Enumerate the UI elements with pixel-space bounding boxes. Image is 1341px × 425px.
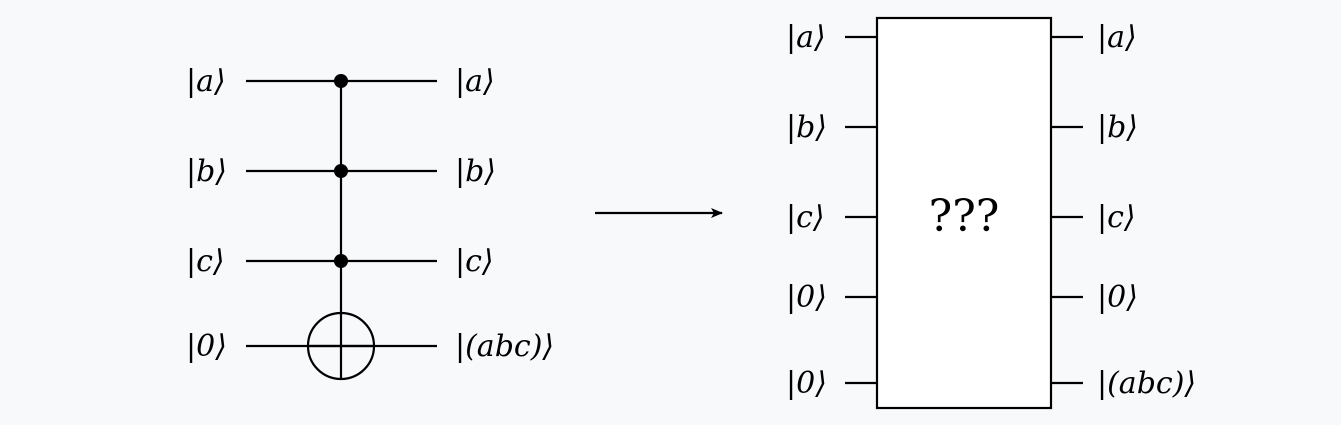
left-input-label-a: |a⟩ — [186, 64, 226, 99]
right-input-label-ancilla-2: |0⟩ — [786, 366, 827, 401]
right-output-label-c: |c⟩ — [1097, 200, 1136, 235]
unknown-gate-label: ??? — [929, 191, 1000, 242]
left-output-label-a: |a⟩ — [455, 64, 495, 99]
right-circuit: |a⟩ |b⟩ |c⟩ |0⟩ |0⟩ ??? |a⟩ |b⟩ |c⟩ |0⟩ … — [786, 16, 1196, 410]
control-dot-b — [334, 164, 348, 178]
left-input-label-b: |b⟩ — [186, 154, 227, 189]
right-input-label-ancilla-1: |0⟩ — [786, 280, 827, 315]
left-circuit: |a⟩ |b⟩ |c⟩ |0⟩ |a⟩ |b⟩ |c⟩ |(abc)⟩ — [186, 64, 554, 381]
left-input-label-c: |c⟩ — [186, 244, 225, 279]
left-output-label-b: |b⟩ — [455, 154, 496, 189]
unknown-gate-box — [875, 16, 1053, 410]
right-output-label-a: |a⟩ — [1097, 20, 1137, 55]
right-input-label-b: |b⟩ — [786, 110, 827, 145]
control-dot-c — [334, 254, 348, 268]
right-output-label-b: |b⟩ — [1097, 110, 1138, 145]
left-input-label-ancilla: |0⟩ — [186, 329, 227, 364]
control-dot-a — [334, 74, 348, 88]
right-output-label-result: |(abc)⟩ — [1097, 366, 1196, 401]
right-output-label-ancilla: |0⟩ — [1097, 280, 1138, 315]
left-output-label-c: |c⟩ — [455, 244, 494, 279]
left-output-label-result: |(abc)⟩ — [455, 329, 554, 364]
right-input-label-a: |a⟩ — [786, 20, 826, 55]
right-input-label-c: |c⟩ — [786, 200, 825, 235]
